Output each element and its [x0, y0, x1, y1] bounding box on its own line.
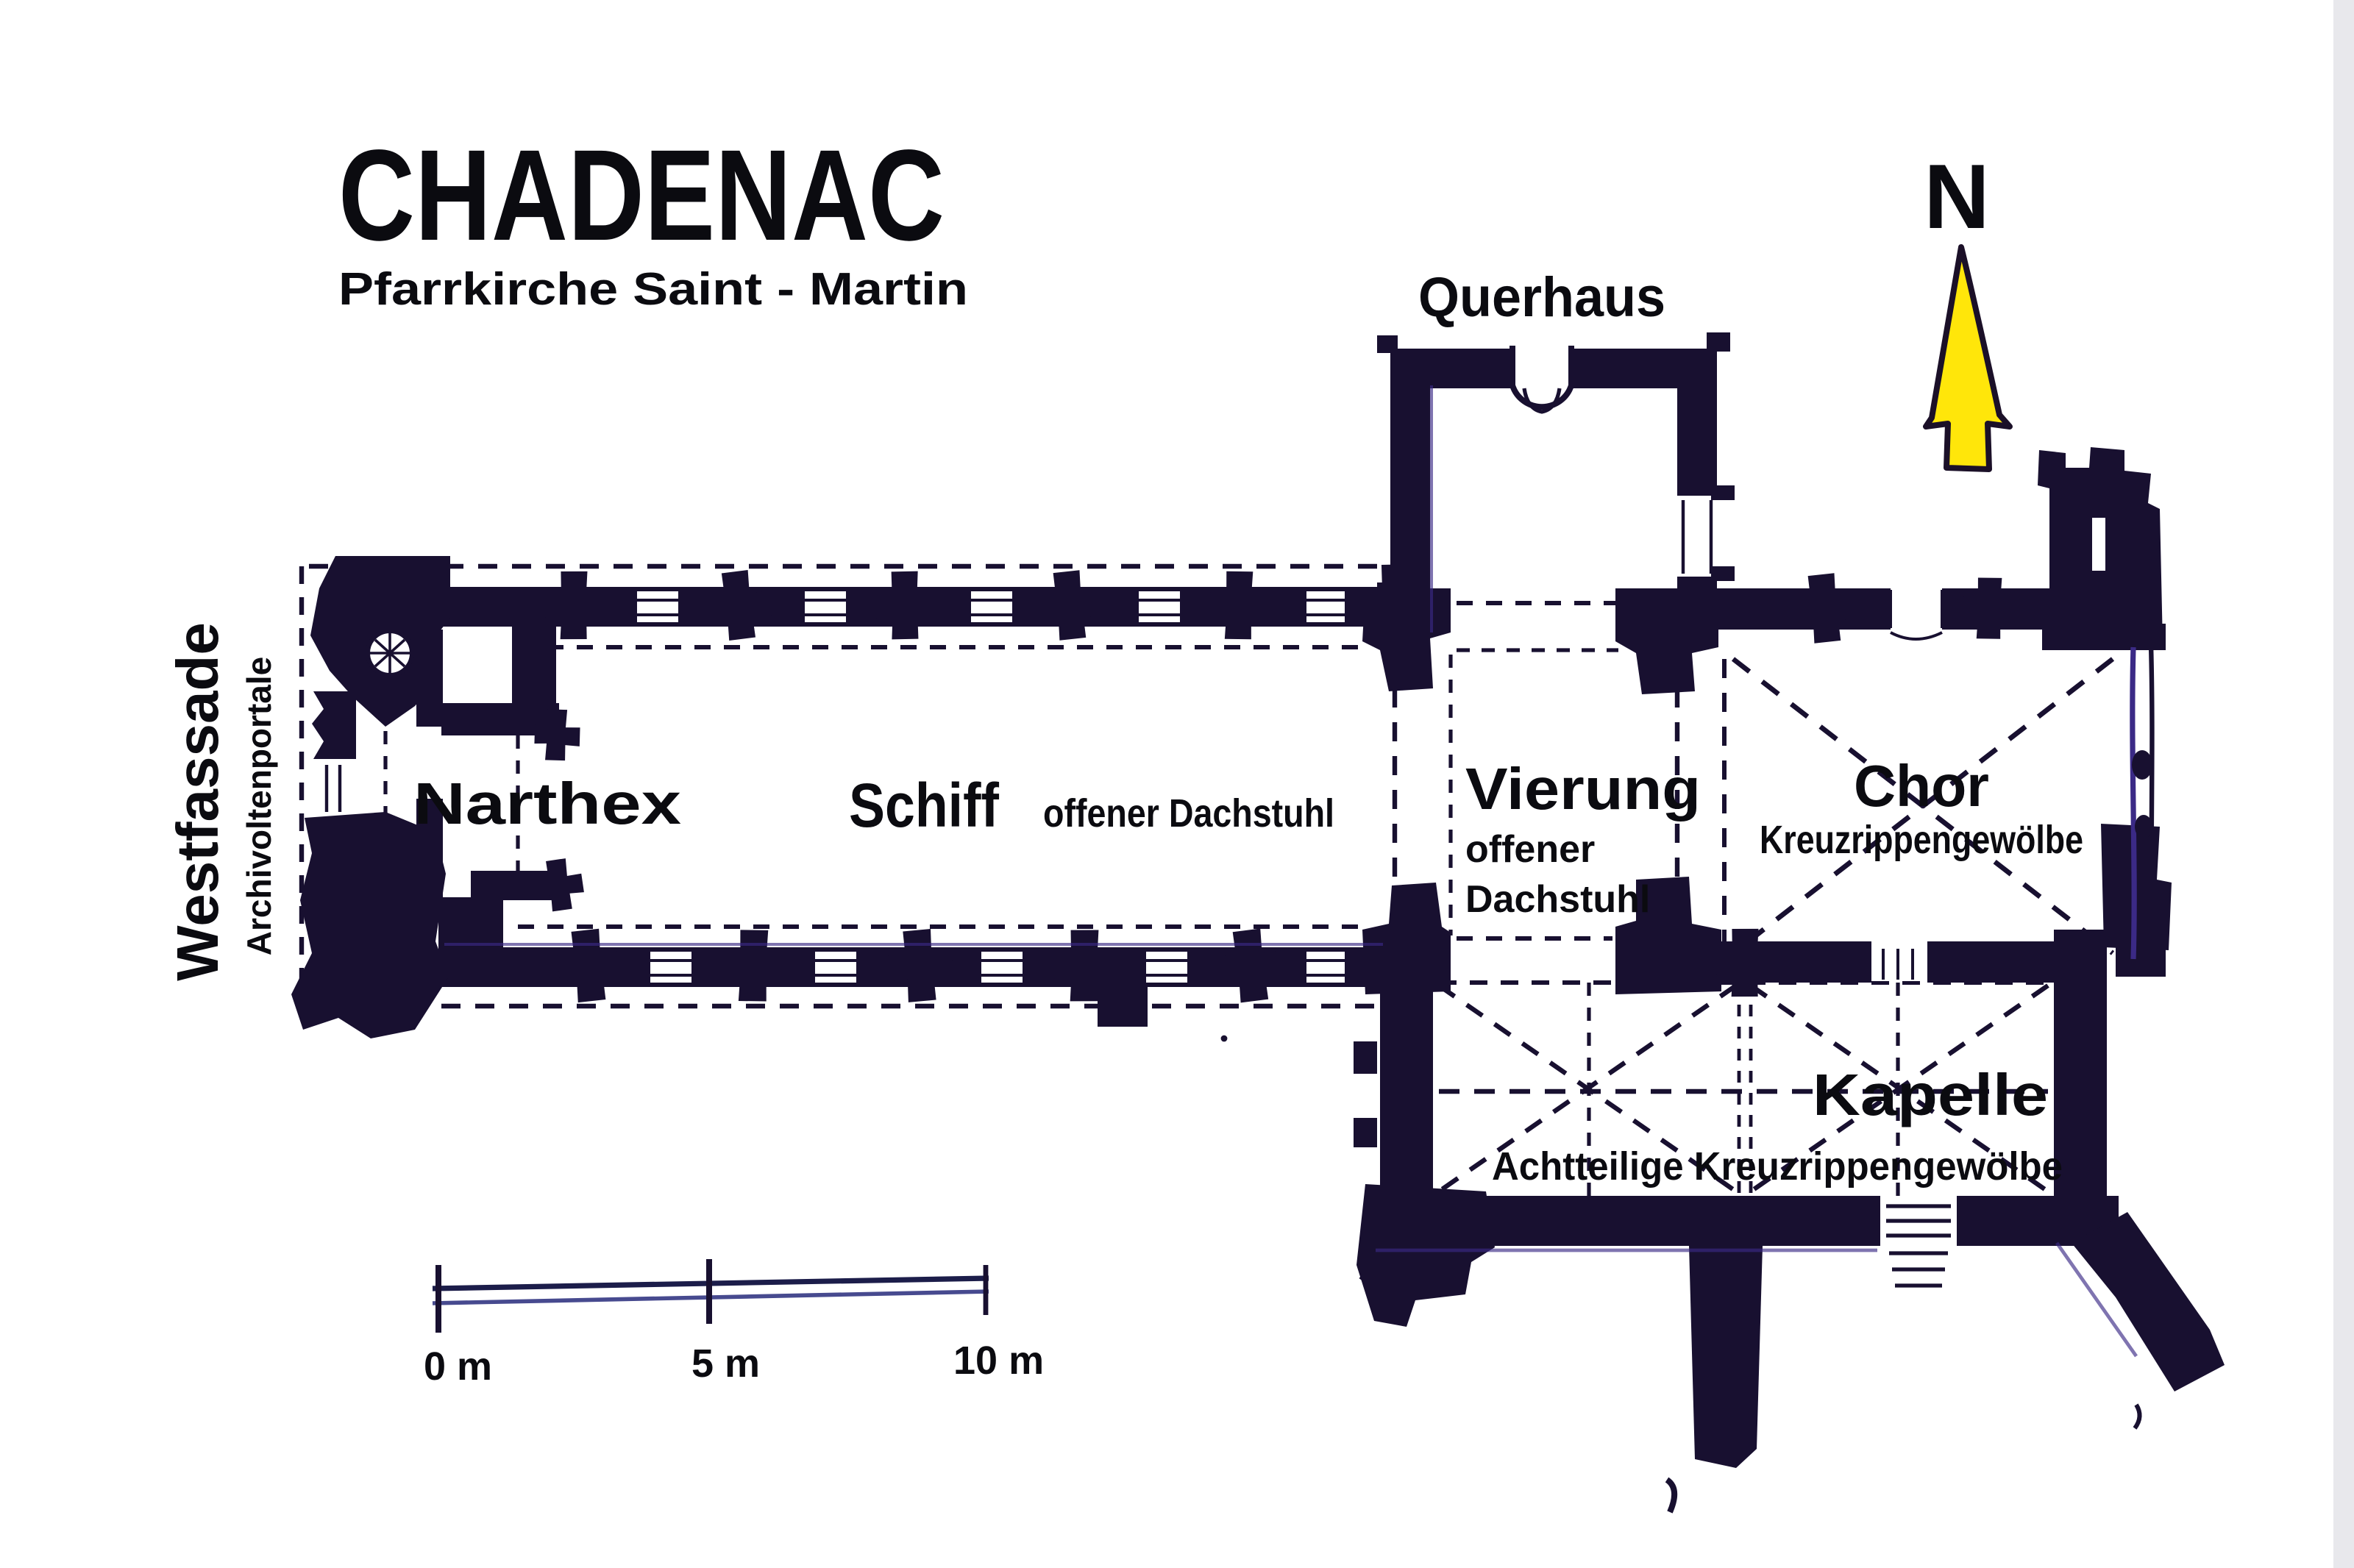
vierung-note-line2: Dachstuhl [1465, 878, 1650, 921]
chapel-east-notch [2107, 1021, 2136, 1053]
kapelle-note-label: Achtteilige Kreuzrippengewölbe [1492, 1144, 2063, 1189]
purple-accents [444, 385, 2138, 1358]
wall-ink [291, 332, 2225, 1468]
page-subtitle: Pfarrkirche Saint - Martin [338, 264, 968, 315]
dashed-lines [299, 563, 2115, 1196]
scale-tick-0: 0 m [424, 1344, 492, 1389]
west-wall-upper [312, 691, 356, 759]
scale-tick-5: 5 m [691, 1341, 760, 1386]
scale-tick-10: 10 m [953, 1339, 1044, 1383]
chor-label: Chor [1854, 753, 1989, 819]
chapel-south-steps [1880, 1196, 1957, 1288]
querhaus-label: Querhaus [1418, 266, 1665, 329]
wall-windows [637, 590, 1944, 983]
transept-door [1681, 500, 1713, 574]
choir-east-wall [2130, 644, 2155, 963]
schiff-label: Schiff [849, 771, 1000, 840]
vierung-label: Vierung [1465, 756, 1701, 822]
north-arrow-icon [1923, 244, 2013, 472]
ink-specks [1220, 1035, 2142, 1514]
narthex-label: Narthex [413, 771, 681, 836]
archivoltenportale-label: Archivoltenportale [240, 657, 278, 955]
transept-apse-niche [1510, 346, 1574, 414]
kapelle-label: Kapelle [1813, 1062, 2048, 1127]
vierung-note-line1: offener [1465, 828, 1595, 871]
page-title: CHADENAC [338, 124, 945, 268]
tower-window-slit [2092, 518, 2105, 571]
chor-note-label: Kreuzrippengewölbe [1760, 818, 2083, 862]
scale-bar: 0 m 5 m 10 m [424, 1259, 1044, 1389]
scan-edge-strip [2333, 0, 2354, 1568]
westfassade-label: Westfassade [165, 622, 230, 981]
southwest-tower-mass [291, 812, 449, 1038]
spiral-stair-icon [366, 629, 414, 677]
compass: N [1923, 146, 2013, 472]
west-portal-steps [324, 765, 342, 812]
compass-n-label: N [1924, 146, 1990, 248]
labels: CHADENAC Pfarrkirche Saint - Martin Quer… [165, 124, 2083, 1189]
schiff-note-label: offener Dachstuhl [1043, 791, 1334, 835]
